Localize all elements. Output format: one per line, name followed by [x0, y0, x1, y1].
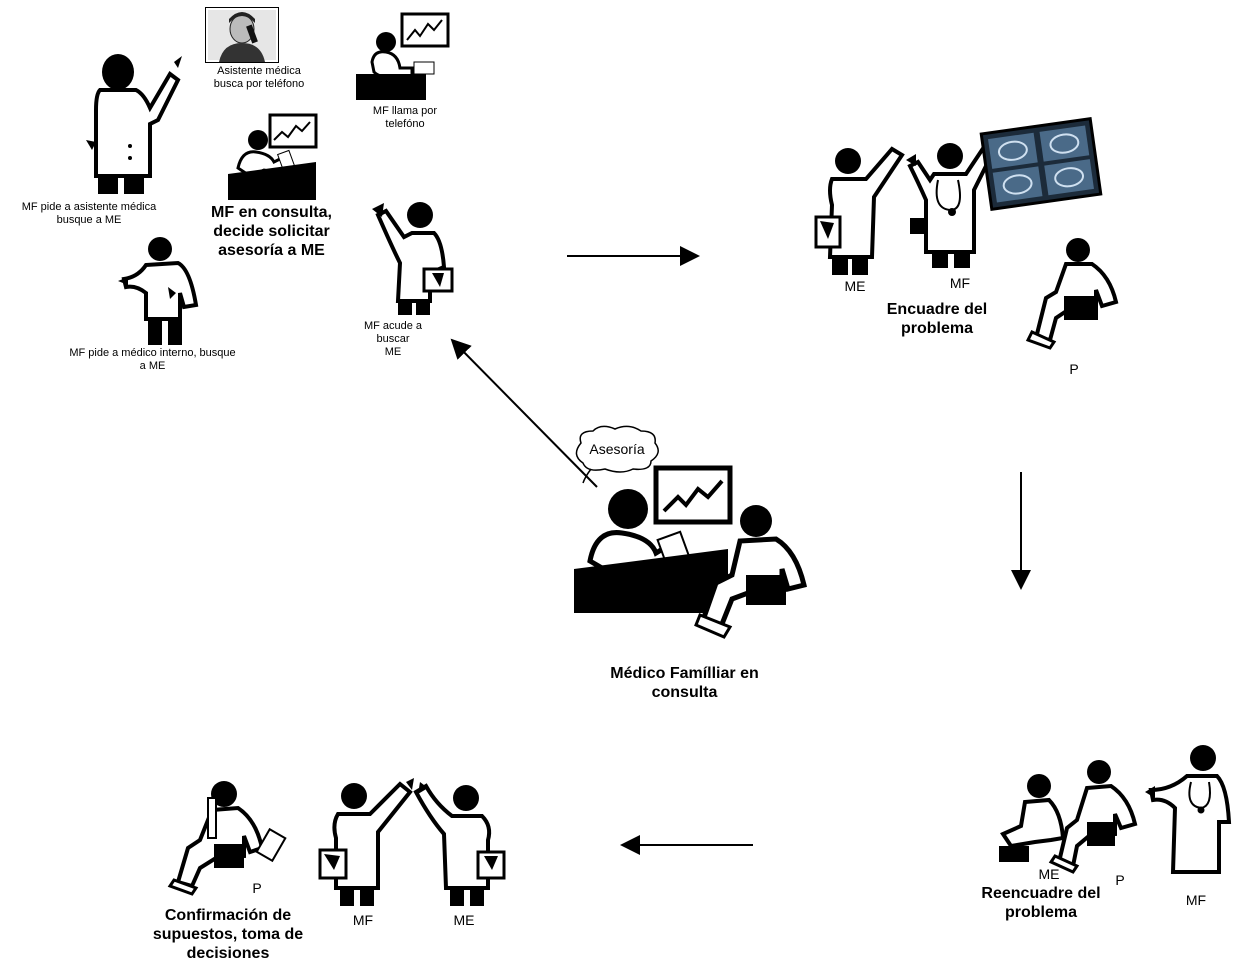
- label-mf-pide-asistente: MF pide a asistente médica busque a ME: [21, 201, 157, 227]
- reencuadre-group-icon: [995, 742, 1232, 882]
- doctor-walking-icon: [368, 197, 464, 317]
- consultation-scene-icon: [570, 465, 820, 639]
- label-encuadre-p: P: [1069, 361, 1079, 377]
- doctor-phone-icon: [352, 12, 452, 102]
- label-mf-acude: MF acude a buscar ME: [363, 320, 423, 359]
- doctor-greeting-icon: [812, 145, 912, 277]
- label-reencuadre-mf: MF: [1185, 892, 1207, 908]
- label-confirm-p: P: [252, 880, 262, 896]
- intern-doctor-icon: [116, 235, 208, 347]
- label-asistente-busca: Asistente médica busca por teléfono: [213, 65, 305, 91]
- label-encuadre-title: Encuadre del problema: [886, 301, 988, 338]
- arrow-to-mf-acude: [450, 338, 598, 488]
- xray-viewer-icon: [978, 117, 1104, 211]
- label-reencuadre-title: Reencuadre del problema: [981, 885, 1101, 922]
- label-confirm-mf: MF: [352, 912, 374, 928]
- label-asesoria[interactable]: Asesoría: [589, 441, 645, 457]
- label-encuadre-me: ME: [844, 278, 866, 294]
- doctor-pointing-icon: [78, 50, 188, 198]
- doctor-sitting-desk-icon: [224, 112, 324, 202]
- confirm-mf-icon: [318, 778, 414, 908]
- patient-sitting-icon: [1025, 236, 1124, 350]
- label-confirm-title: Confirmación de supuestos, toma de decis…: [152, 907, 304, 963]
- assistant-photo-icon: [205, 7, 279, 63]
- confirm-me-icon: [412, 780, 508, 908]
- confirm-patient-icon: [167, 778, 287, 896]
- label-reencuadre-p: P: [1115, 872, 1125, 888]
- asesoria-thought-bubble: [571, 425, 663, 485]
- label-mf-pide-interno: MF pide a médico interno, busque a ME: [69, 347, 236, 373]
- label-reencuadre-me: ME: [1038, 866, 1060, 882]
- label-mf-llama: MF llama por telefóno: [372, 105, 438, 131]
- label-medico-familiar: Médico Famílliar en consulta: [610, 665, 759, 702]
- label-mf-en-consulta: MF en consulta, decide solicitar asesorí…: [211, 204, 332, 260]
- label-encuadre-mf: MF: [949, 275, 971, 291]
- label-confirm-me: ME: [453, 912, 475, 928]
